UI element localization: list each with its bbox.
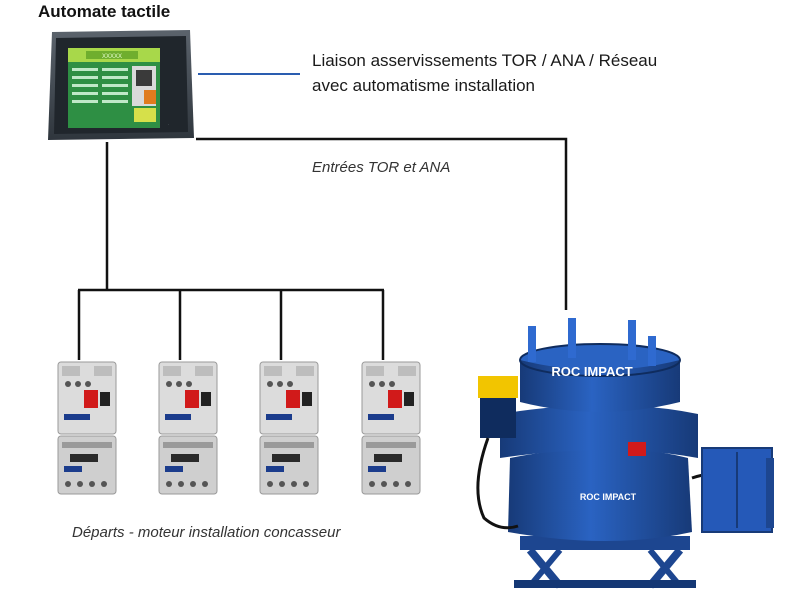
svg-text:·: · (168, 122, 169, 127)
motor-starters-label: Départs - moteur installation concasseur (72, 524, 341, 541)
inputs-label: Entrées TOR et ANA (312, 159, 451, 176)
motor-starter-4 (361, 361, 421, 495)
inputs-wire (196, 137, 568, 310)
liaison-line-1: Liaison asservissements TOR / ANA / Rése… (312, 51, 658, 70)
liaison-line-2: avec automatisme installation (312, 76, 536, 95)
motor-starter-3 (259, 361, 319, 495)
crusher-brand-bottom: ROC IMPACT (580, 492, 637, 502)
crusher-image: ROC IMPACT ROC IMPACT (476, 318, 774, 589)
motor-starter-2 (158, 361, 218, 495)
motor-starter-1 (57, 361, 117, 495)
touch-panel-image: XXXXX · (48, 30, 194, 140)
plc-title: Automate tactile (38, 2, 171, 21)
liaison-label: Liaison asservissements TOR / ANA / Rése… (312, 48, 657, 98)
crusher-brand-top: ROC IMPACT (551, 364, 632, 379)
panel-screen-title: XXXXX (102, 54, 122, 60)
